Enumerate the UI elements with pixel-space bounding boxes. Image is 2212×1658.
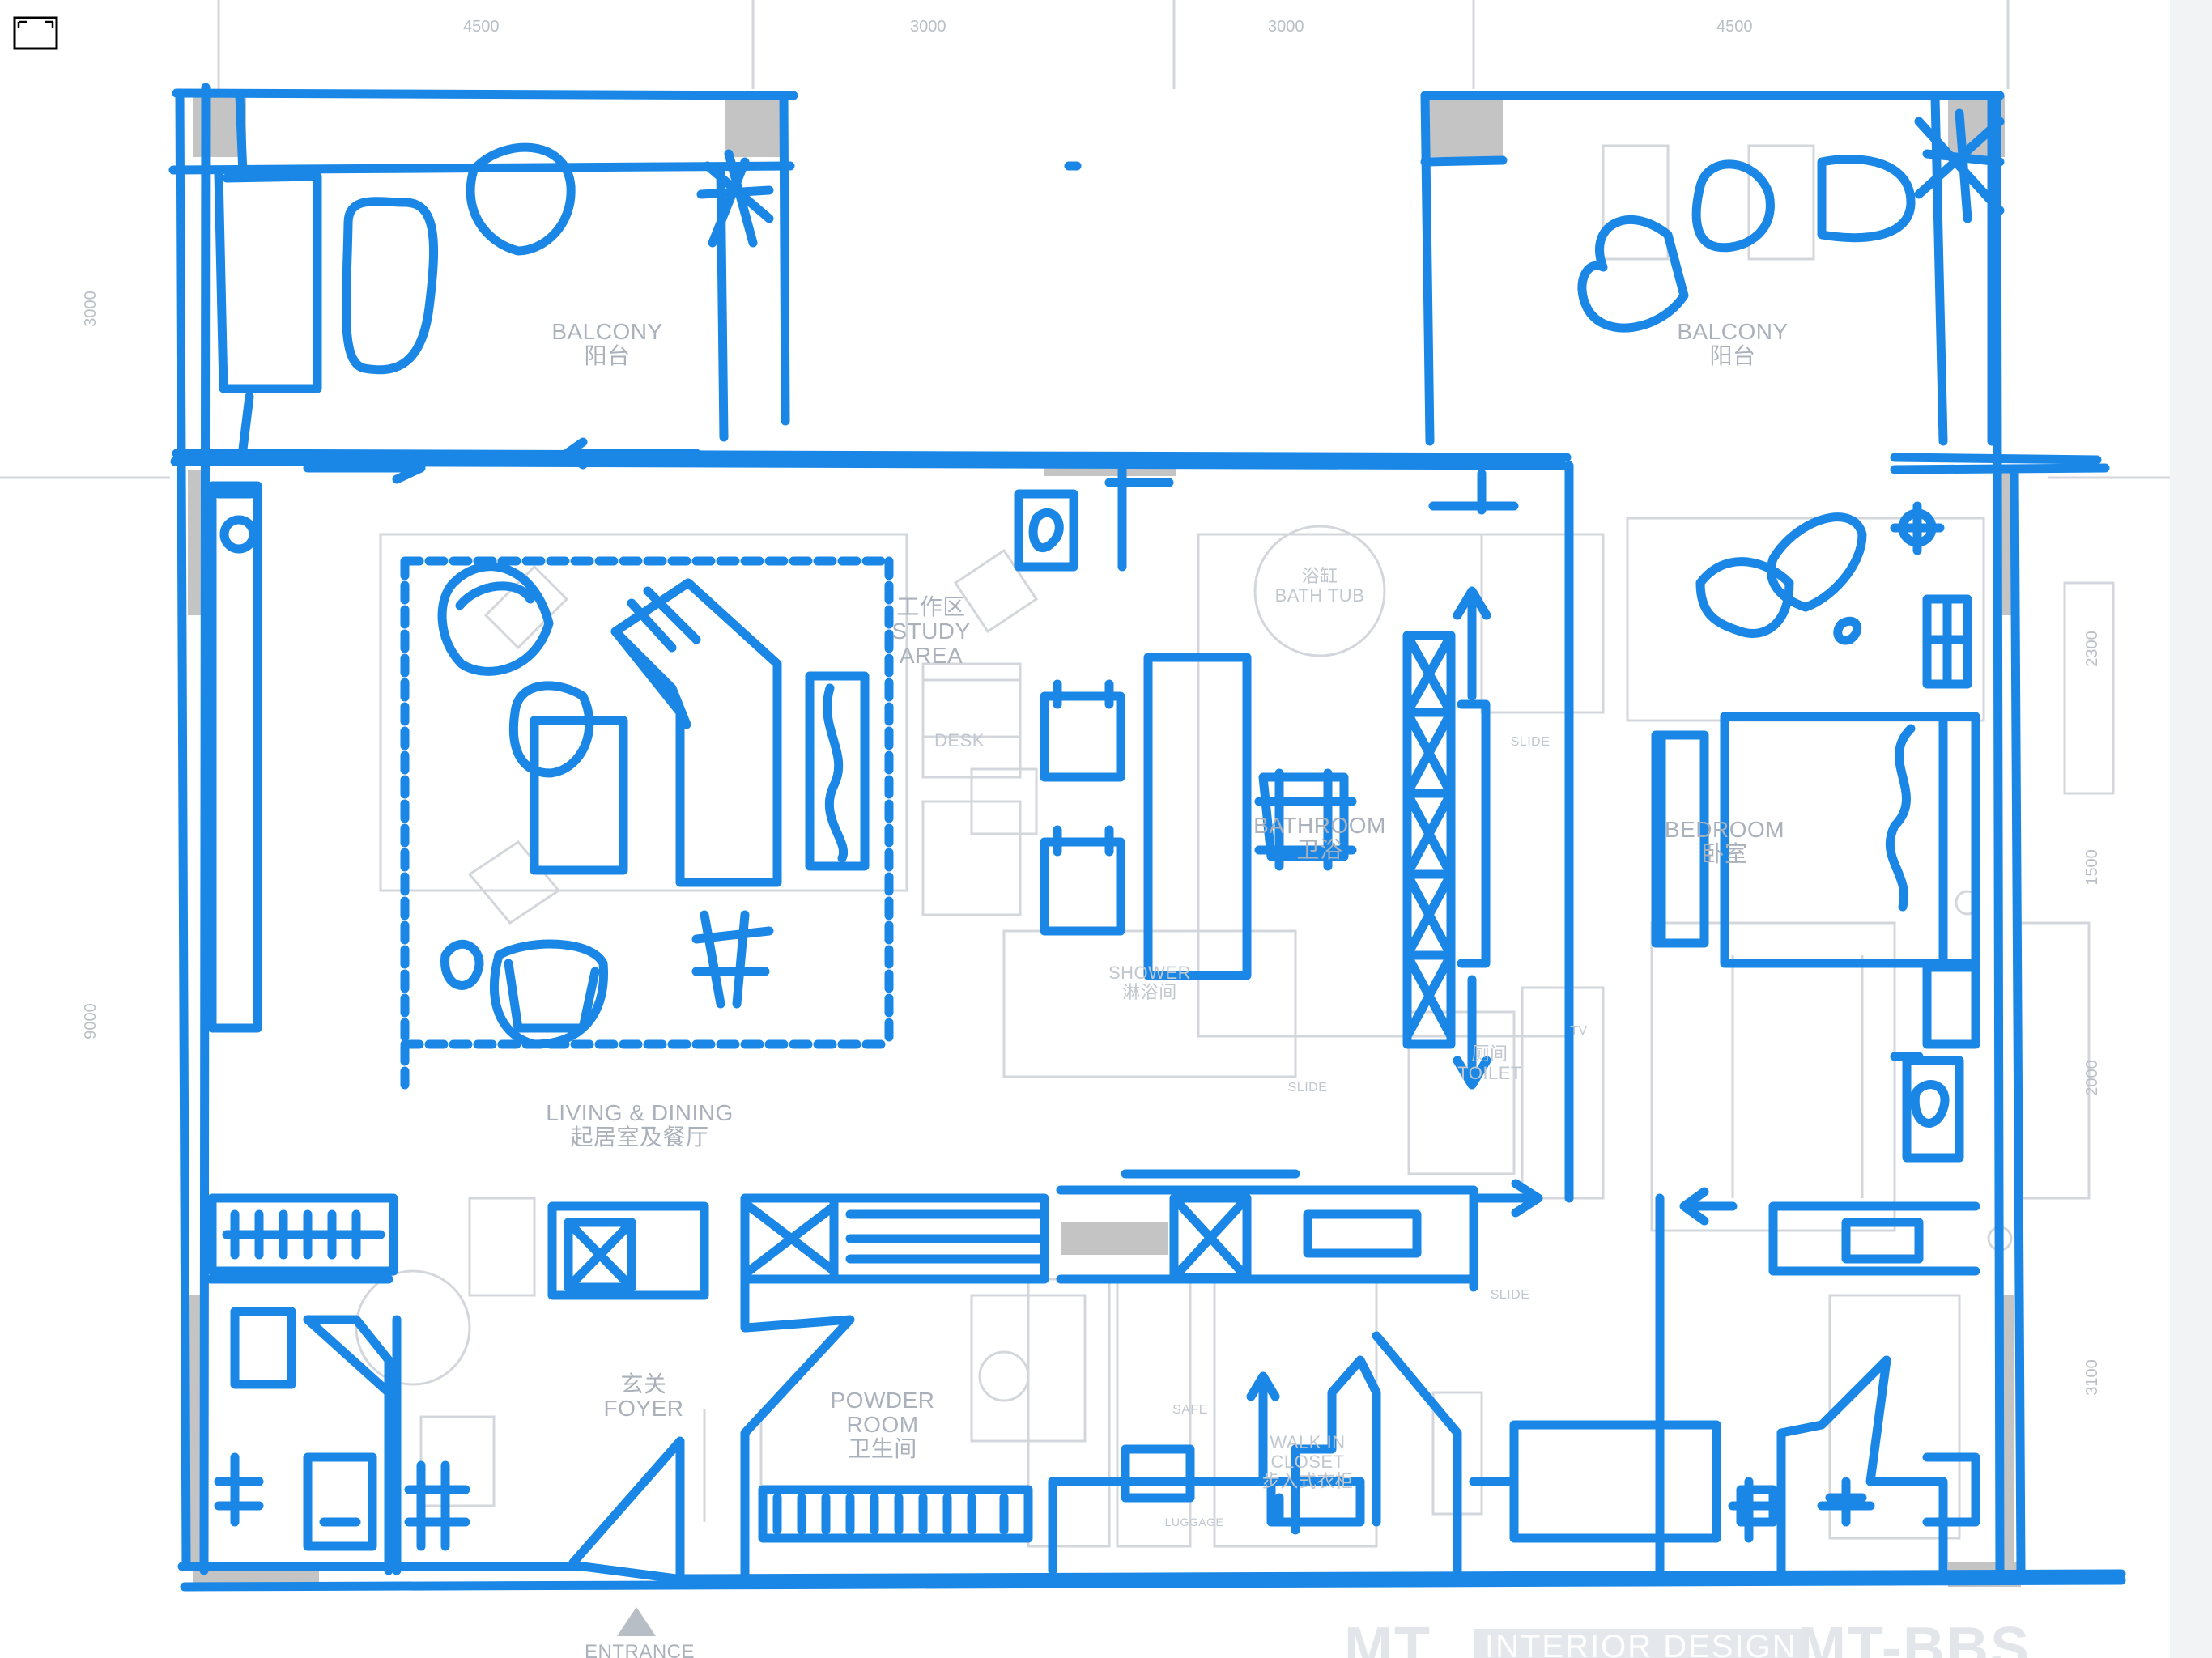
room-label-cn: 起居室及餐厅 [570, 1124, 709, 1150]
room-label-en: BATHROOM [1253, 813, 1386, 838]
label-slide: SLIDE [1490, 1288, 1530, 1302]
expand-frame-icon[interactable] [8, 11, 63, 55]
fixture-bath-tub: 浴缸 BATH TUB [1263, 567, 1376, 606]
room-balcony-left: BALCONY 阳台 [518, 320, 696, 368]
room-label-en: STUDY [891, 619, 971, 644]
room-label-en: WALK IN [1270, 1432, 1346, 1452]
fixture-label-cn: 淋浴间 [1122, 982, 1177, 1002]
watermark-logo-right: MT-BBS [1797, 1616, 2031, 1658]
entrance-arrow-icon [617, 1607, 656, 1636]
room-label-cn: 步入式衣柜 [1261, 1471, 1354, 1491]
side-scroll-strip[interactable] [2170, 0, 2212, 1658]
room-label-cn: 玄关 [620, 1371, 667, 1397]
room-label-en: ROOM [846, 1412, 919, 1437]
room-balcony-right: BALCONY 阳台 [1644, 320, 1822, 368]
dim-top-3: 3000 [1268, 18, 1304, 36]
label-safe: SAFE [1172, 1403, 1208, 1417]
label-slide: SLIDE [1510, 735, 1551, 749]
dim-right-3: 2000 [2082, 1060, 2101, 1096]
dim-right-2: 1500 [2082, 849, 2101, 886]
room-bedroom: BEDROOM 卧室 [1652, 818, 1797, 866]
label-luggage: LUGGAGE [1164, 1516, 1224, 1528]
room-label-en: BALCONY [1677, 319, 1789, 344]
room-powder-room: POWDER ROOM 卫生间 [818, 1388, 947, 1461]
fixture-shower: SHOWER 淋浴间 [1101, 963, 1198, 1002]
fixture-label-cn: 厕间 [1471, 1044, 1508, 1064]
room-walk-in-closet: WALK IN CLOSET 步入式衣柜 [1247, 1433, 1368, 1491]
dim-left-2: 9000 [81, 1003, 100, 1039]
sketch-overlay [168, 83, 2126, 1592]
dim-left-1: 3000 [81, 291, 100, 327]
room-study: 工作区 STUDY AREA [883, 595, 980, 668]
room-label-en: AREA [899, 643, 963, 668]
fixture-label-cn: 浴缸 [1301, 566, 1338, 586]
room-label-en: POWDER [830, 1388, 935, 1413]
expand-frame-glyph [13, 16, 58, 50]
dim-right-1: 2300 [2082, 631, 2101, 667]
dim-right-4: 3100 [2082, 1359, 2101, 1396]
room-label-cn: 阳台 [584, 343, 631, 368]
room-label-cn: 卧室 [1701, 841, 1748, 866]
dim-top-4: 4500 [1716, 18, 1753, 36]
room-label-en: LIVING & DINING [546, 1100, 734, 1125]
room-label-en: BALCONY [551, 319, 663, 344]
room-label-cn: 阳台 [1709, 343, 1756, 368]
room-label-en: CLOSET [1270, 1452, 1345, 1472]
label-desk: DESK [934, 730, 985, 750]
room-label-en: FOYER [603, 1396, 684, 1421]
room-foyer: 玄关 FOYER [591, 1372, 696, 1421]
watermark-tagline: INTERIOR DESIGN [1474, 1629, 1809, 1658]
room-label-cn: 卫浴 [1296, 837, 1343, 862]
room-label-cn: 卫生间 [848, 1436, 917, 1461]
entrance-label: ENTRANCE [584, 1641, 695, 1658]
dim-top-1: 4500 [463, 18, 500, 36]
fixture-label-en: TOILET [1457, 1063, 1522, 1083]
fixture-label-en: SHOWER [1108, 963, 1191, 983]
room-bathroom: BATHROOM 卫浴 [1247, 814, 1393, 862]
room-label-cn: 工作区 [896, 594, 966, 619]
label-slide: SLIDE [1287, 1081, 1328, 1095]
label-tv: TV [1570, 1024, 1588, 1038]
dim-top-2: 3000 [910, 18, 946, 36]
room-label-en: BEDROOM [1664, 817, 1785, 842]
watermark-logo-left: MT [1344, 1616, 1431, 1658]
fixture-label-en: BATH TUB [1274, 585, 1365, 606]
fixture-toilet: 厕间 TOILET [1449, 1044, 1530, 1083]
room-living-dining: LIVING & DINING 起居室及餐厅 [518, 1101, 761, 1150]
